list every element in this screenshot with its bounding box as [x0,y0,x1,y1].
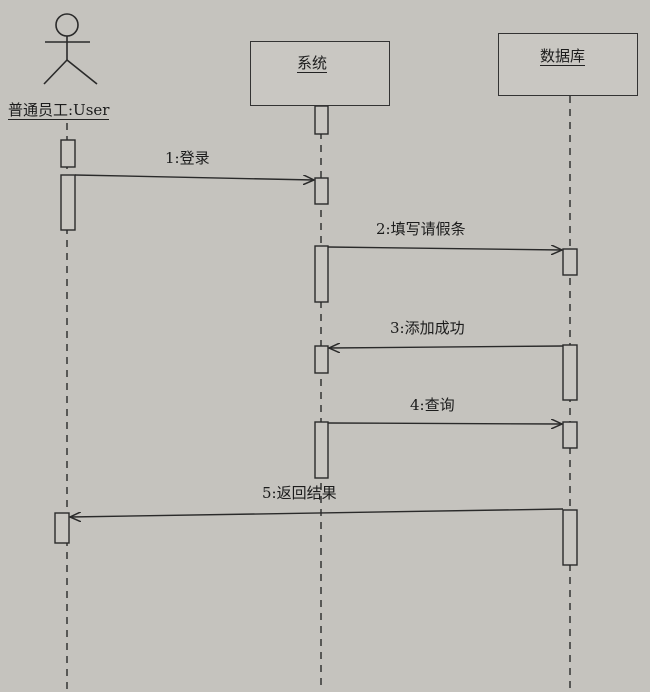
system-activation-3 [314,245,329,303]
message-arrow-5 [70,508,564,517]
message-arrow-2 [327,247,562,250]
database-activation-2 [562,344,578,401]
actor-activation-1 [60,139,76,168]
message-label-4: 4:查询 [410,396,455,414]
actor-head [55,13,79,37]
actor-label: 普通员工:User [8,101,110,120]
database-object-label: 数据库 [540,47,586,66]
message-label-1: 1:登录 [165,149,210,167]
system-object-label: 系统 [297,54,328,73]
system-activation-4 [314,345,329,374]
system-object-box [250,41,390,106]
system-activation-1 [314,105,329,135]
message-arrow-4 [327,423,562,424]
database-object-box [498,33,638,96]
actor-activation-3 [54,512,70,544]
message-label-3: 3:添加成功 [390,319,465,337]
database-activation-1 [562,248,578,276]
database-activation-4 [562,509,578,566]
system-activation-2 [314,177,329,205]
actor-left-leg [43,59,68,85]
actor-right-leg [66,59,98,85]
message-arrow-3 [329,346,564,348]
message-arrow-1 [74,174,314,180]
system-activation-5 [314,421,329,479]
database-activation-3 [562,421,578,449]
message-label-5: 5:返回结果 [262,484,337,502]
actor-stick-figure [43,13,98,85]
actor-activation-2 [60,174,76,231]
message-label-2: 2:填写请假条 [376,220,466,238]
